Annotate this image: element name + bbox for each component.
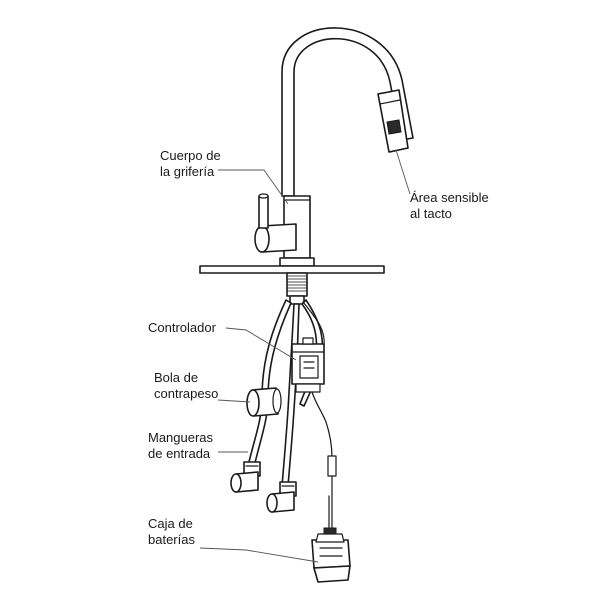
- label-counterweight: Bola de contrapeso: [154, 370, 219, 401]
- stop-valve-left: [230, 461, 261, 493]
- label-controller: Controlador: [148, 320, 216, 335]
- label-touch-sensor: Área sensible al tacto: [410, 190, 489, 221]
- leader-battery: [199, 547, 319, 563]
- leader-body: [218, 169, 289, 205]
- battery-box: [311, 527, 351, 583]
- faucet-spout: [281, 27, 414, 197]
- threaded-shank: [286, 272, 308, 305]
- leader-sensor: [395, 149, 411, 195]
- battery-cable: [311, 391, 337, 535]
- deck-plate: [199, 265, 385, 274]
- faucet-body: [254, 193, 315, 267]
- controller-unit: [291, 337, 325, 393]
- label-faucet-body: Cuerpo de la grifería: [160, 148, 221, 179]
- label-battery-box: Caja de baterías: [148, 516, 195, 547]
- label-hoses: Mangueras de entrada: [148, 430, 214, 461]
- counterweight: [246, 387, 282, 417]
- leader-weight: [217, 399, 251, 403]
- stop-valve-right: [266, 481, 297, 513]
- leader-lines: [199, 149, 411, 563]
- leader-controller: [225, 327, 297, 361]
